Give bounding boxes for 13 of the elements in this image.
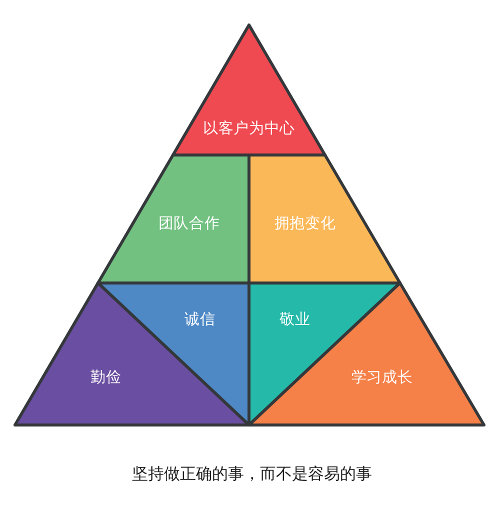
segment-label: 以客户为中心	[203, 119, 295, 137]
segment-label: 拥抱变化	[274, 214, 336, 232]
segment-label: 敬业	[280, 310, 310, 328]
pyramid-segment	[249, 283, 484, 425]
pyramid-segment	[249, 155, 400, 283]
pyramid-segment	[15, 283, 249, 425]
caption-text: 坚持做正确的事，而不是容易的事	[132, 464, 372, 485]
segment-label: 学习成长	[351, 368, 413, 386]
pyramid-segment	[98, 155, 249, 283]
segment-label: 诚信	[184, 310, 216, 328]
pyramid-segment	[173, 25, 325, 155]
segment-label: 团队合作	[158, 214, 220, 232]
segment-label: 勤俭	[90, 368, 122, 386]
